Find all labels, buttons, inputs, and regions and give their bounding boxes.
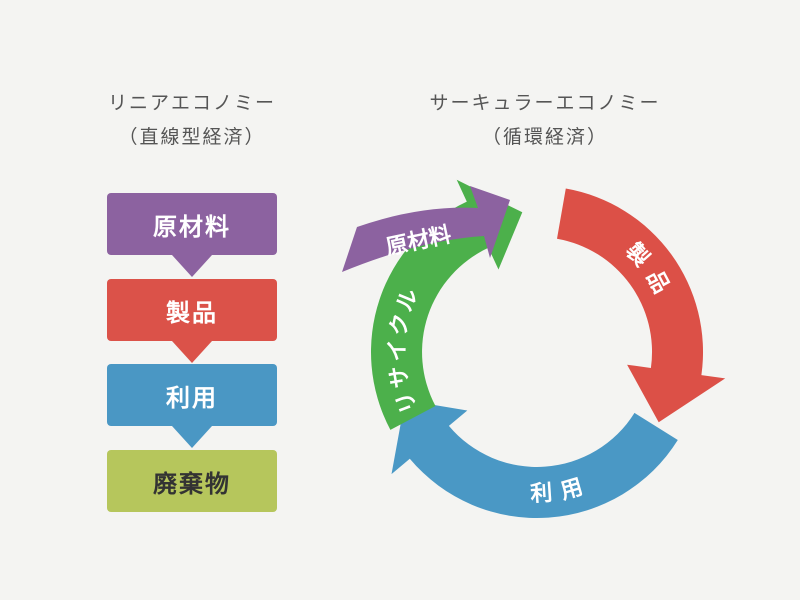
- linear-subtitle-text: （直線型経済）: [118, 126, 266, 148]
- step-label: 製品: [166, 298, 218, 327]
- down-arrow-icon: [172, 341, 212, 363]
- raw-materials-arrow: [342, 186, 510, 272]
- step-product: 製品: [107, 279, 277, 341]
- step-label: 廃棄物: [153, 469, 231, 498]
- down-arrow-icon: [172, 426, 212, 448]
- circular-title-text: サーキュラーエコノミー: [429, 92, 661, 114]
- step-label: 利用: [166, 383, 218, 412]
- circular-subtitle-text: （循環経済）: [481, 126, 608, 148]
- product-arrow: [557, 188, 726, 423]
- step-use: 利用: [107, 364, 277, 426]
- step-waste: 廃棄物: [107, 450, 277, 512]
- linear-title-text: リニアエコノミー: [107, 92, 276, 114]
- circular-economy-title: サーキュラーエコノミー （循環経済）: [400, 86, 690, 154]
- use-arrow: [391, 400, 678, 519]
- down-arrow-icon: [172, 255, 212, 277]
- step-label: 原材料: [153, 212, 231, 241]
- cycle-arrows: [342, 179, 726, 519]
- linear-economy-title: リニアエコノミー （直線型経済）: [92, 86, 292, 154]
- recycle-arrow: [371, 179, 523, 430]
- step-raw-materials: 原材料: [107, 193, 277, 255]
